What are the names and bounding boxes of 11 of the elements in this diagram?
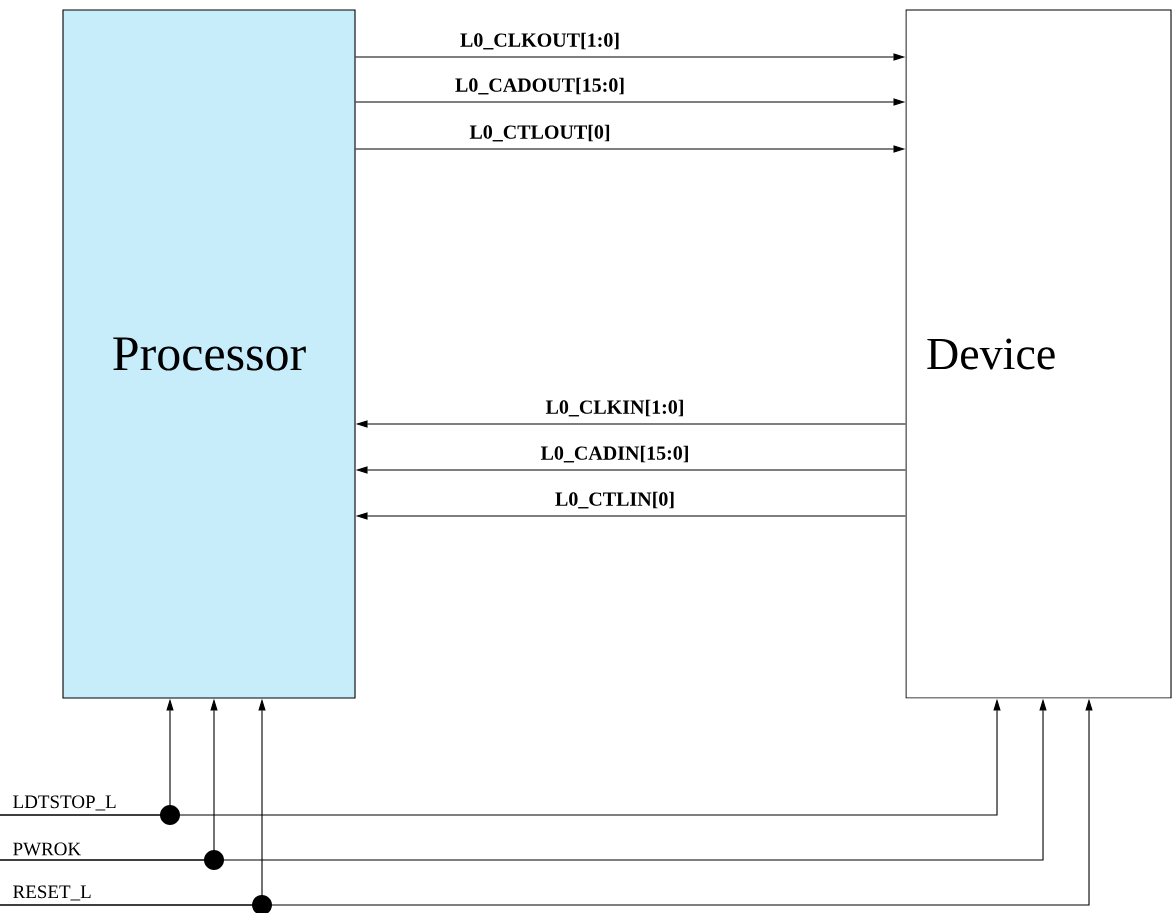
edge-label: L0_CLKOUT[1:0] [460,32,619,50]
edge-label: L0_CTLIN[0] [555,491,674,509]
signal-label: PWROK [13,842,81,856]
edge-label: L0_CLKIN[1:0] [545,399,683,417]
block-box: Device [905,9,1172,699]
edge-label: L0_CADIN[15:0] [540,445,688,463]
block-box: Processor [62,9,356,699]
edge-label: L0_CADOUT[15:0] [455,77,624,95]
signal-label: RESET_L [13,885,91,901]
edge-label: L0_CTLOUT[0] [469,124,610,142]
signal-label: LDTSTOP_L [13,795,116,811]
